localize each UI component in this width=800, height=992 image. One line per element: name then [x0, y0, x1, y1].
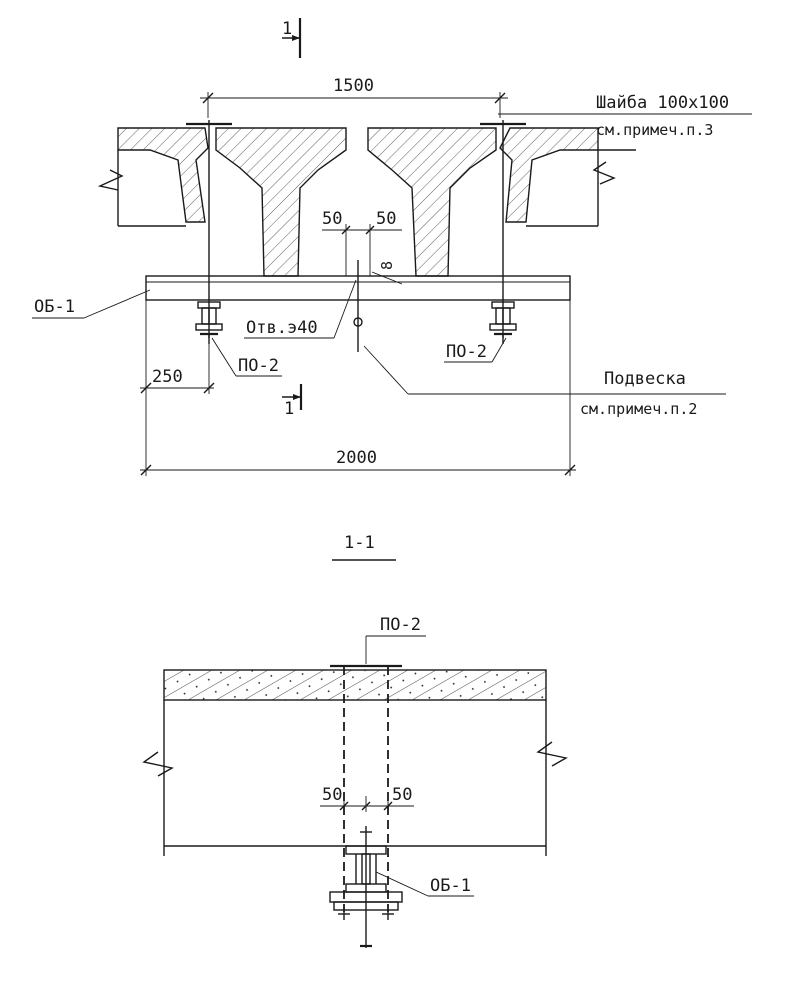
dimension-overall-label: 2000	[336, 448, 377, 468]
section-ibeam	[329, 845, 403, 948]
section-slab	[142, 664, 568, 856]
section-title-label: 1-1	[344, 533, 375, 553]
section-po2-callout: ПО-2	[365, 615, 426, 664]
washer-title: Шайба 100x100	[596, 93, 729, 113]
section-ob1-label: ОБ-1	[430, 876, 471, 896]
section-mark-bottom: 1	[282, 384, 303, 419]
po2-right-label: ПО-2	[446, 342, 487, 362]
clamp-po2-right	[489, 301, 517, 344]
dimension-plate-thickness: 8	[371, 261, 403, 285]
po2-left-label: ПО-2	[238, 356, 279, 376]
hole-callout: Отв.э40	[244, 279, 357, 339]
section-dimension-offsets: 50 50	[320, 785, 414, 812]
po2-callout-left: ПО-2	[211, 337, 282, 377]
dimension-plate-thickness-label: 8	[378, 261, 396, 270]
section-title: 1-1	[332, 533, 396, 561]
washer-note: см.примеч.п.3	[596, 121, 713, 139]
dimension-hole-left: 50	[322, 209, 342, 229]
section-ob1-callout: ОБ-1	[375, 871, 474, 897]
section-po2-label: ПО-2	[380, 615, 421, 635]
hanger-title: Подвеска	[604, 369, 686, 389]
dimension-hole-offsets: 50 50	[322, 209, 402, 276]
clamp-po2-left	[195, 301, 223, 344]
dimension-top-span: 1500	[200, 76, 508, 118]
section-mark-top: 1	[282, 18, 302, 58]
po2-callout-right: ПО-2	[444, 337, 507, 363]
hanger-callout: Подвеска см.примеч.п.2	[363, 345, 726, 418]
dimension-overall: 2000	[140, 448, 576, 476]
hanger-note: см.примеч.п.2	[580, 400, 697, 418]
concrete-elements	[97, 127, 636, 277]
washer-callout: Шайба 100x100 см.примеч.п.3	[498, 93, 752, 139]
dimension-top-span-label: 1500	[333, 76, 374, 96]
hole-label: Отв.э40	[246, 318, 318, 338]
section-dimension-left: 50	[322, 785, 342, 805]
section-mark-top-label: 1	[282, 19, 292, 39]
dimension-hole-right: 50	[376, 209, 396, 229]
ob1-callout: ОБ-1	[32, 289, 151, 319]
section-mark-bottom-label: 1	[284, 399, 294, 419]
section-dimension-right: 50	[392, 785, 412, 805]
dimension-edge-offset-label: 250	[152, 367, 183, 387]
dimension-edge-offset: 250	[140, 344, 215, 394]
ob1-label: ОБ-1	[34, 297, 75, 317]
